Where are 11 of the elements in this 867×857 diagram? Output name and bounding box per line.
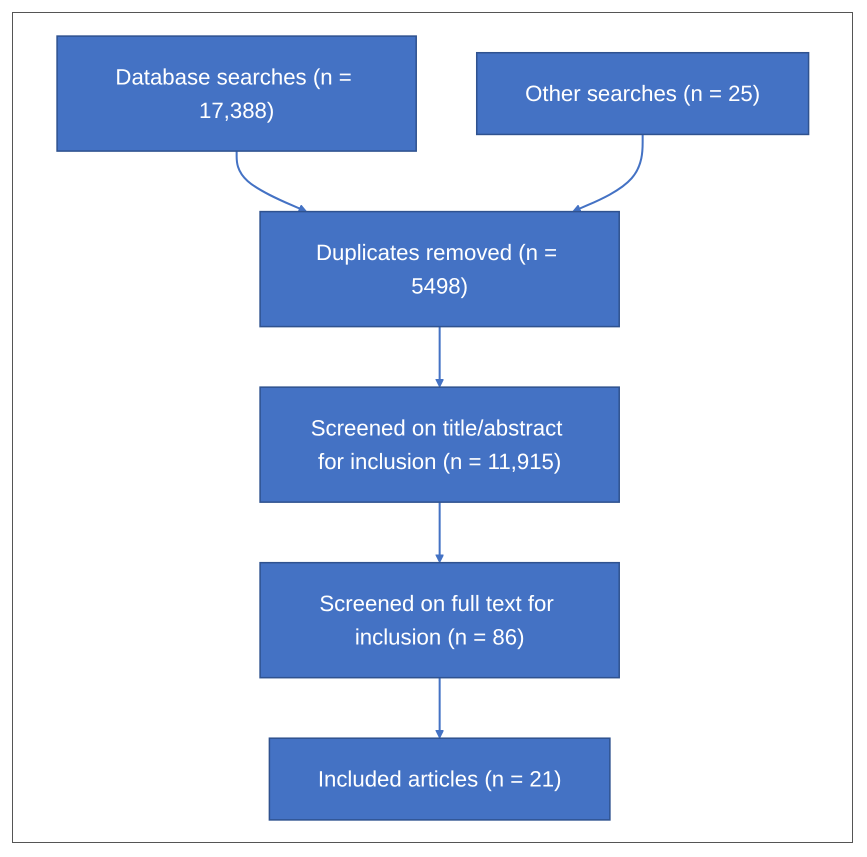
node-box: Included articles (n = 21) bbox=[268, 736, 610, 820]
arrow bbox=[572, 134, 644, 212]
arrow bbox=[434, 677, 444, 738]
arrow bbox=[235, 150, 307, 212]
node-box: Database searches (n = 17,388) bbox=[56, 34, 417, 152]
node-box: Other searches (n = 25) bbox=[476, 51, 810, 135]
node-box: Screened on title/abstract for inclusion (n = 11,915) bbox=[259, 386, 620, 502]
node-box: Screened on full text for inclusion (n = 86) bbox=[259, 561, 620, 678]
arrow bbox=[434, 326, 444, 388]
node-box: Duplicates removed (n = 5498) bbox=[259, 210, 620, 327]
arrow bbox=[434, 502, 444, 563]
